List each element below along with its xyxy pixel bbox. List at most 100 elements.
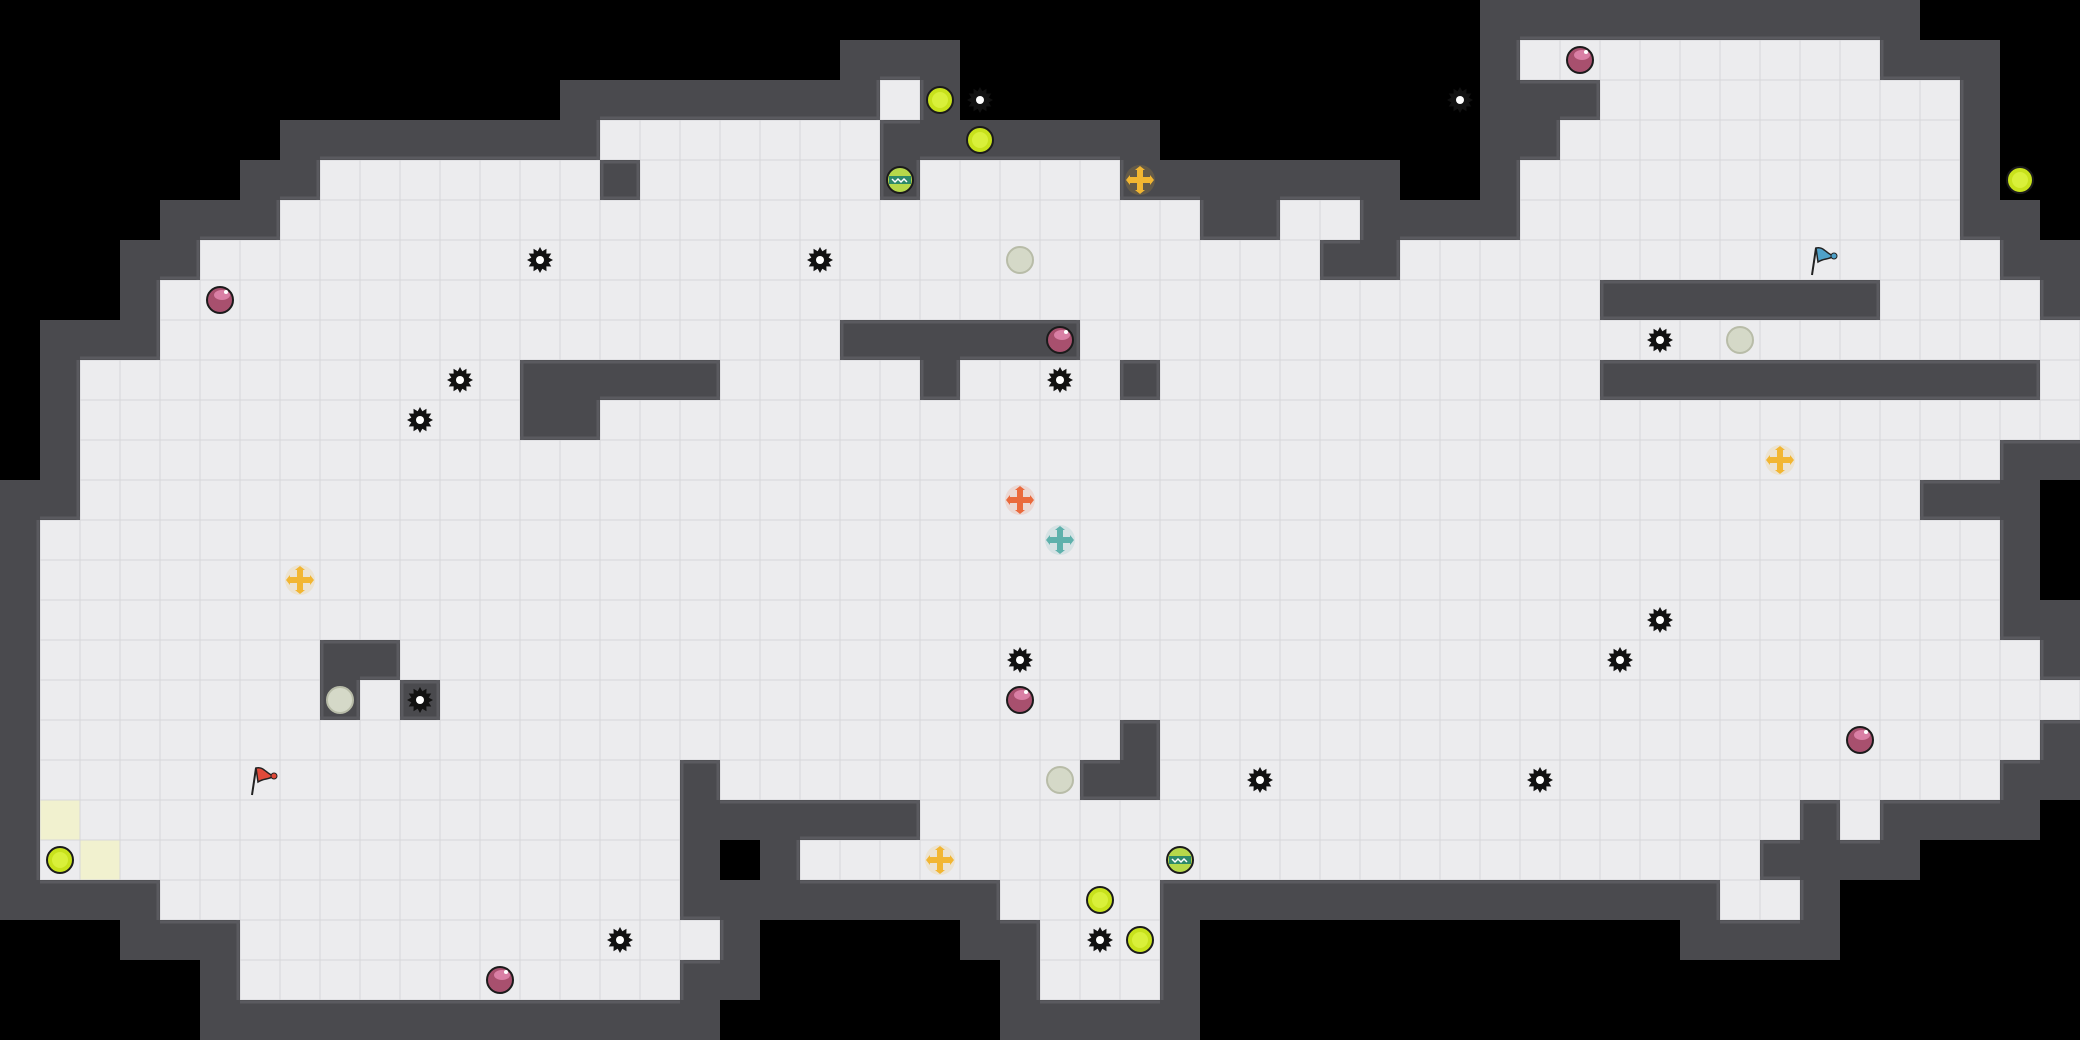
floor-tile (1479, 599, 1521, 641)
floor-tile (719, 199, 761, 241)
floor-tile (79, 719, 121, 761)
wall-block (480, 120, 520, 160)
floor-tile (559, 879, 601, 921)
floor-tile (239, 439, 281, 481)
floor-tile (1119, 959, 1161, 1001)
wall-block (200, 1000, 240, 1040)
floor-tile (479, 799, 521, 841)
floor-tile (1679, 759, 1721, 801)
floor-tile (1279, 479, 1321, 521)
wall-block (520, 120, 560, 160)
wall-block (280, 160, 320, 200)
floor-tile (1319, 439, 1361, 481)
floor-tile (1159, 399, 1201, 441)
floor-tile (279, 319, 321, 361)
wall-block (1960, 160, 2000, 200)
floor-tile (1879, 479, 1921, 521)
floor-tile (1199, 759, 1241, 801)
floor-tile (1479, 679, 1521, 721)
floor-tile (919, 439, 961, 481)
floor-tile (639, 199, 681, 241)
floor-tile (639, 559, 681, 601)
floor-tile (1319, 759, 1361, 801)
floor-tile (1559, 159, 1601, 201)
floor-tile (1039, 559, 1081, 601)
floor-tile (959, 679, 1001, 721)
floor-tile (1399, 519, 1441, 561)
floor-tile (1279, 799, 1321, 841)
floor-tile (319, 319, 361, 361)
floor-tile (359, 679, 401, 721)
floor-tile (1199, 719, 1241, 761)
floor-tile (999, 399, 1041, 441)
wall-block (1800, 360, 1840, 400)
floor-tile (1479, 799, 1521, 841)
floor-tile (559, 679, 601, 721)
floor-tile (1639, 799, 1681, 841)
floor-tile (1079, 239, 1121, 281)
floor-tile (1919, 519, 1961, 561)
wall-block (1200, 200, 1240, 240)
floor-tile (719, 359, 761, 401)
floor-tile (1399, 439, 1441, 481)
floor-tile (359, 239, 401, 281)
floor-tile (999, 439, 1041, 481)
floor-tile (999, 759, 1041, 801)
floor-tile (199, 319, 241, 361)
floor-tile (639, 159, 681, 201)
floor-tile (1359, 679, 1401, 721)
floor-tile (799, 719, 841, 761)
floor-tile (1999, 319, 2041, 361)
spike-icon (527, 247, 553, 273)
wall-block (1640, 280, 1680, 320)
floor-tile (1439, 799, 1481, 841)
floor-tile (399, 159, 441, 201)
floor-tile (1039, 479, 1081, 521)
floor-tile (479, 239, 521, 281)
floor-tile (359, 559, 401, 601)
floor-tile (599, 559, 641, 601)
floor-tile (1999, 719, 2041, 761)
floor-tile (119, 439, 161, 481)
floor-tile (2039, 399, 2080, 441)
floor-tile (159, 559, 201, 601)
floor-tile (1279, 319, 1321, 361)
floor-tile (199, 479, 241, 521)
floor-tile (1159, 479, 1201, 521)
spike-icon (1047, 367, 1073, 393)
blue-flag-icon (1811, 246, 1838, 276)
floor-tile (1039, 799, 1081, 841)
floor-tile (1959, 639, 2001, 681)
wall-block (560, 400, 600, 440)
floor-tile (1919, 159, 1961, 201)
floor-tile (1799, 759, 1841, 801)
floor-tile (399, 919, 441, 961)
floor-tile (439, 599, 481, 641)
floor-tile (79, 639, 121, 681)
floor-tile (1799, 679, 1841, 721)
floor-tile (1519, 239, 1561, 281)
floor-tile (79, 479, 121, 521)
floor-tile (999, 839, 1041, 881)
floor-tile (999, 199, 1041, 241)
floor-tile (319, 879, 361, 921)
spike-icon (1647, 607, 1673, 633)
wall-block (520, 360, 560, 400)
floor-tile (759, 319, 801, 361)
wall-block (1520, 880, 1560, 920)
wall-block (2040, 240, 2080, 280)
wall-block (120, 240, 160, 280)
floor-tile (1799, 39, 1841, 81)
floor-tile (759, 359, 801, 401)
floor-tile (919, 239, 961, 281)
floor-tile (639, 119, 681, 161)
floor-tile (359, 839, 401, 881)
wall-block (0, 640, 40, 680)
floor-tile (719, 559, 761, 601)
floor-tile (1479, 639, 1521, 681)
floor-tile (119, 599, 161, 641)
floor-tile (279, 839, 321, 881)
floor-tile (1519, 839, 1561, 881)
floor-tile (1759, 399, 1801, 441)
